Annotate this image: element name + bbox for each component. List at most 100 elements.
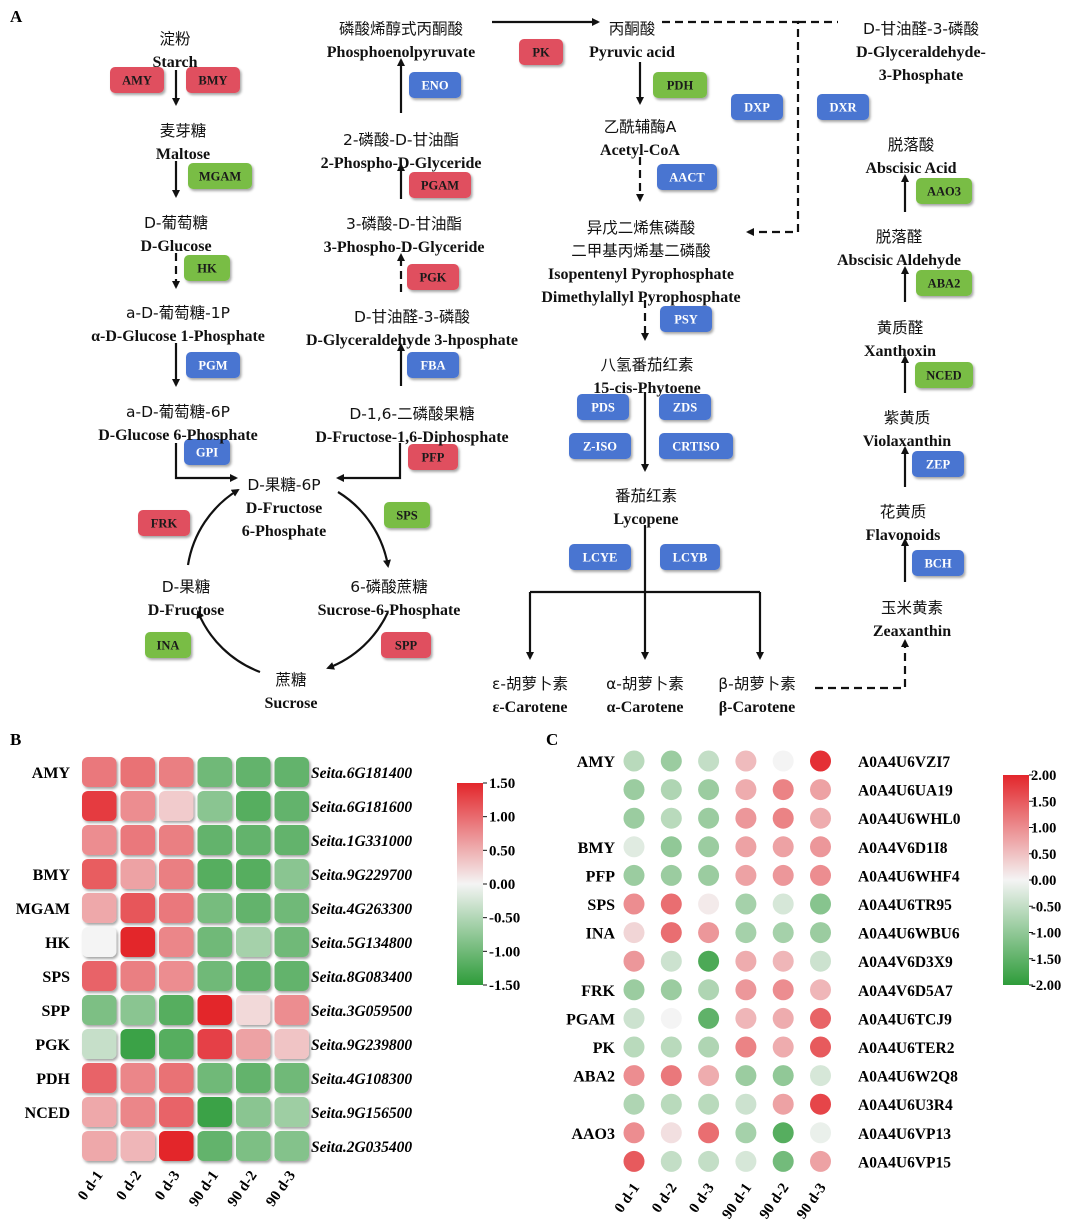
compound-g3p: D-甘油醛-3-磷酸D-Glyceraldehyde 3-hposphate <box>306 308 518 349</box>
heatmap-c-colorbar-label: -2.00 <box>1031 978 1061 994</box>
enzyme-label: INA <box>157 639 180 653</box>
compound-g6p-cn: a-D-葡萄糖-6P <box>126 403 230 421</box>
heatmap-b-gene-label: Seita.4G108300 <box>311 1071 412 1088</box>
heatmap-b-cell <box>197 1029 232 1059</box>
enzyme-label: FRK <box>151 517 178 531</box>
heatmap-b-cell <box>159 859 194 889</box>
panel-label-b: B <box>10 730 21 749</box>
enzyme-badge-bg <box>381 632 431 658</box>
heatmap-c-colorbar-label: 0.50 <box>1031 847 1056 863</box>
enzyme-label: HK <box>197 262 217 276</box>
heatmap-b-cell <box>274 927 309 957</box>
heatmap-b-cell <box>197 1063 232 1093</box>
heatmap-c-protein-label: A0A4U6VP15 <box>858 1154 951 1171</box>
heatmap-c-colorbar-label: -1.00 <box>1031 926 1061 942</box>
heatmap-b-colorbar-label: -0.50 <box>489 911 520 927</box>
heatmap-c-colorbar-label: 2.00 <box>1031 768 1056 784</box>
pathway-arrow <box>196 610 261 674</box>
heatmap-c-enzyme-label: FRK <box>581 983 615 1000</box>
compound-dglucose-cn: D-葡萄糖 <box>144 214 208 232</box>
heatmap-c-cell <box>810 979 831 1001</box>
heatmap-c-protein-label: A0A4U6U3R4 <box>858 1097 953 1114</box>
heatmap-c-cell <box>698 1007 720 1029</box>
enzyme-frk: FRK <box>138 510 190 536</box>
heatmap-c-cell <box>772 893 794 915</box>
enzyme-label: MGAM <box>199 170 242 184</box>
compound-f6p-en: D-Fructose <box>246 500 322 517</box>
heatmap-c-cell <box>735 1122 757 1144</box>
heatmap-c-cell <box>810 1065 831 1087</box>
compound-abald-cn: 脱落醛 <box>876 228 923 246</box>
heatmap-b-cell <box>197 1097 232 1127</box>
heatmap-b-cell <box>159 893 194 923</box>
pathway-arrow <box>336 443 402 482</box>
heatmap-b-cell <box>274 1063 309 1093</box>
heatmap-b-cell <box>82 961 117 991</box>
enzyme-badge-bg <box>916 178 972 204</box>
heatmap-c-cell <box>623 979 645 1001</box>
heatmap-b-cell <box>197 995 232 1025</box>
enzyme-label: DXP <box>744 101 770 115</box>
heatmap-b-cell <box>120 961 155 991</box>
enzyme-badge-bg <box>184 439 230 465</box>
compound-acar-cn: α-胡萝卜素 <box>606 675 684 693</box>
enzyme-pds: PDS <box>577 394 629 420</box>
enzyme-badge-bg <box>660 306 712 332</box>
heatmap-c-colorbar-label: -1.50 <box>1031 952 1061 968</box>
enzyme-amy: AMY <box>110 67 164 93</box>
compound-ecar-cn: ε-胡萝卜素 <box>492 675 568 693</box>
compound-phy-en: 15-cis-Phytoene <box>593 380 701 397</box>
heatmap-c-cell <box>772 950 794 972</box>
heatmap-c-column-label: 90 d-3 <box>794 1181 830 1223</box>
heatmap-c-cell <box>660 950 682 972</box>
enzyme-gpi: GPI <box>184 439 230 465</box>
heatmap-b-enzyme-label: MGAM <box>16 901 70 918</box>
compound-pg3-cn: 3-磷酸-D-甘油酯 <box>346 215 462 233</box>
compound-zea-en: Zeaxanthin <box>873 623 951 640</box>
heatmap-c-protein-label: A0A4V6D3X9 <box>858 954 953 971</box>
enzyme-z-iso: Z-ISO <box>569 433 631 459</box>
heatmap-b-cell <box>82 1131 117 1161</box>
heatmap-c-cell <box>772 779 794 801</box>
enzyme-badge-bg <box>659 433 733 459</box>
heatmap-b-enzyme-label: SPP <box>42 1003 71 1020</box>
enzyme-label: BCH <box>924 557 951 571</box>
heatmap-c-protein-label: A0A4U6TCJ9 <box>858 1011 952 1028</box>
heatmap-b-gene-label: Seita.4G263300 <box>311 901 412 918</box>
heatmap-b-gene-label: Seita.6G181400 <box>311 765 412 782</box>
enzyme-badge-bg <box>519 39 563 65</box>
heatmap-b-cell <box>120 791 155 821</box>
heatmap-b-cell <box>120 1063 155 1093</box>
enzyme-zds: ZDS <box>659 394 711 420</box>
enzyme-label: ENO <box>421 79 448 93</box>
heatmap-b-cell <box>120 1131 155 1161</box>
pathway-arrow <box>815 639 909 690</box>
enzyme-dxr: DXR <box>817 94 869 120</box>
compound-acar-en: α-Carotene <box>606 699 683 716</box>
compound-gap3: D-甘油醛-3-磷酸D-Glyceraldehyde-3-Phosphate <box>856 20 986 84</box>
heatmap-c-cell <box>698 922 720 944</box>
enzyme-dxp: DXP <box>731 94 783 120</box>
heatmap-c-column-label: 90 d-1 <box>719 1181 755 1223</box>
heatmap-b-enzyme-label: NCED <box>25 1105 70 1122</box>
heatmap-c-column-label: 0 d-2 <box>649 1181 681 1216</box>
heatmap-b-cell <box>120 1097 155 1127</box>
heatmap-c-cell <box>660 807 682 829</box>
compound-g6p: a-D-葡萄糖-6PD-Glucose 6-Phosphate <box>98 403 258 444</box>
enzyme-label: PFP <box>422 451 445 465</box>
enzyme-crtiso: CRTISO <box>659 433 733 459</box>
compound-s6p-en: Sucrose-6-Phosphate <box>318 602 461 619</box>
enzyme-badge-bg <box>731 94 783 120</box>
heatmap-b-cell <box>236 791 271 821</box>
heatmap-b-cell <box>197 961 232 991</box>
heatmap-c-cell <box>660 1093 682 1115</box>
enzyme-pdh: PDH <box>653 72 707 98</box>
heatmap-b-cell <box>236 893 271 923</box>
compound-f6p-cn: D-果糖-6P <box>247 476 320 494</box>
